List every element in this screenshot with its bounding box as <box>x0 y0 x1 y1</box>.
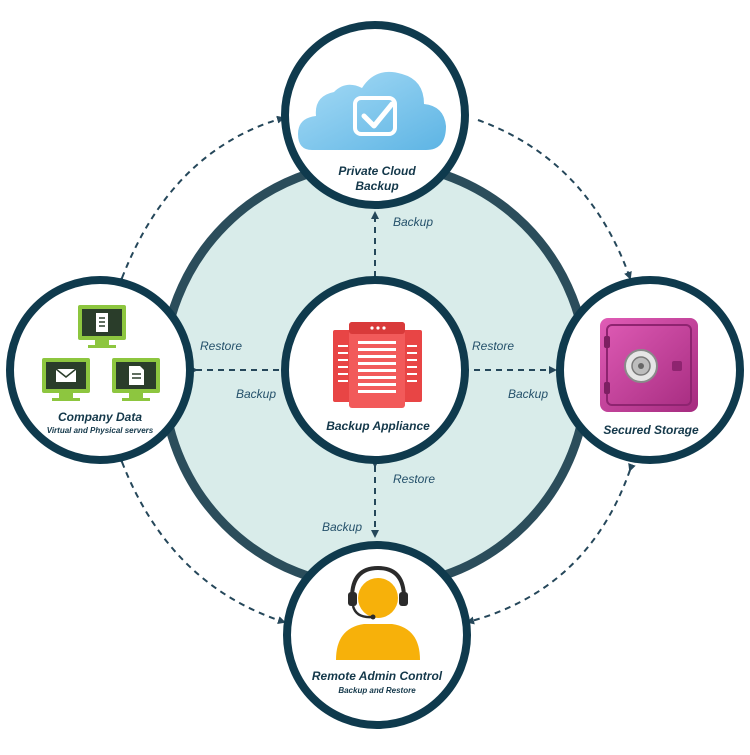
admin-title: Remote Admin Control <box>312 669 443 683</box>
company-subtitle: Virtual and Physical servers <box>47 426 154 435</box>
label-appliance-cloud-backup: Backup <box>393 215 433 229</box>
storage-title: Secured Storage <box>603 423 699 437</box>
cloud-title-line2: Backup <box>355 179 398 193</box>
cloud-checkbox-icon <box>298 71 446 150</box>
safe-icon <box>600 318 698 412</box>
inner-arrows <box>190 211 557 538</box>
label-company-backup: Backup <box>236 387 276 401</box>
server-rack-icon <box>333 322 422 408</box>
cloud-title-line1: Private Cloud <box>338 164 416 178</box>
monitors-icon <box>42 305 160 401</box>
company-title: Company Data <box>58 410 142 424</box>
outer-arrows <box>116 115 636 625</box>
arrow-company-cloud <box>116 115 285 286</box>
node-private-cloud: Private Cloud Backup <box>281 21 469 209</box>
node-backup-appliance: Backup Appliance <box>281 276 469 464</box>
label-storage-backup: Backup <box>508 387 548 401</box>
label-company-restore: Restore <box>200 339 242 353</box>
label-admin-backup: Backup <box>322 520 362 534</box>
headset-person-icon <box>336 565 420 660</box>
arrow-company-admin <box>116 454 286 624</box>
node-remote-admin: Remote Admin Control Backup and Restore <box>283 541 471 729</box>
node-company-data: Company Data Virtual and Physical server… <box>6 276 194 464</box>
node-secured-storage: Secured Storage <box>556 276 744 464</box>
arrow-cloud-storage <box>477 119 632 280</box>
label-admin-restore: Restore <box>393 472 435 486</box>
arrow-storage-admin <box>466 463 636 625</box>
label-storage-restore: Restore <box>472 339 514 353</box>
admin-subtitle: Backup and Restore <box>338 686 416 695</box>
appliance-title: Backup Appliance <box>326 419 430 433</box>
